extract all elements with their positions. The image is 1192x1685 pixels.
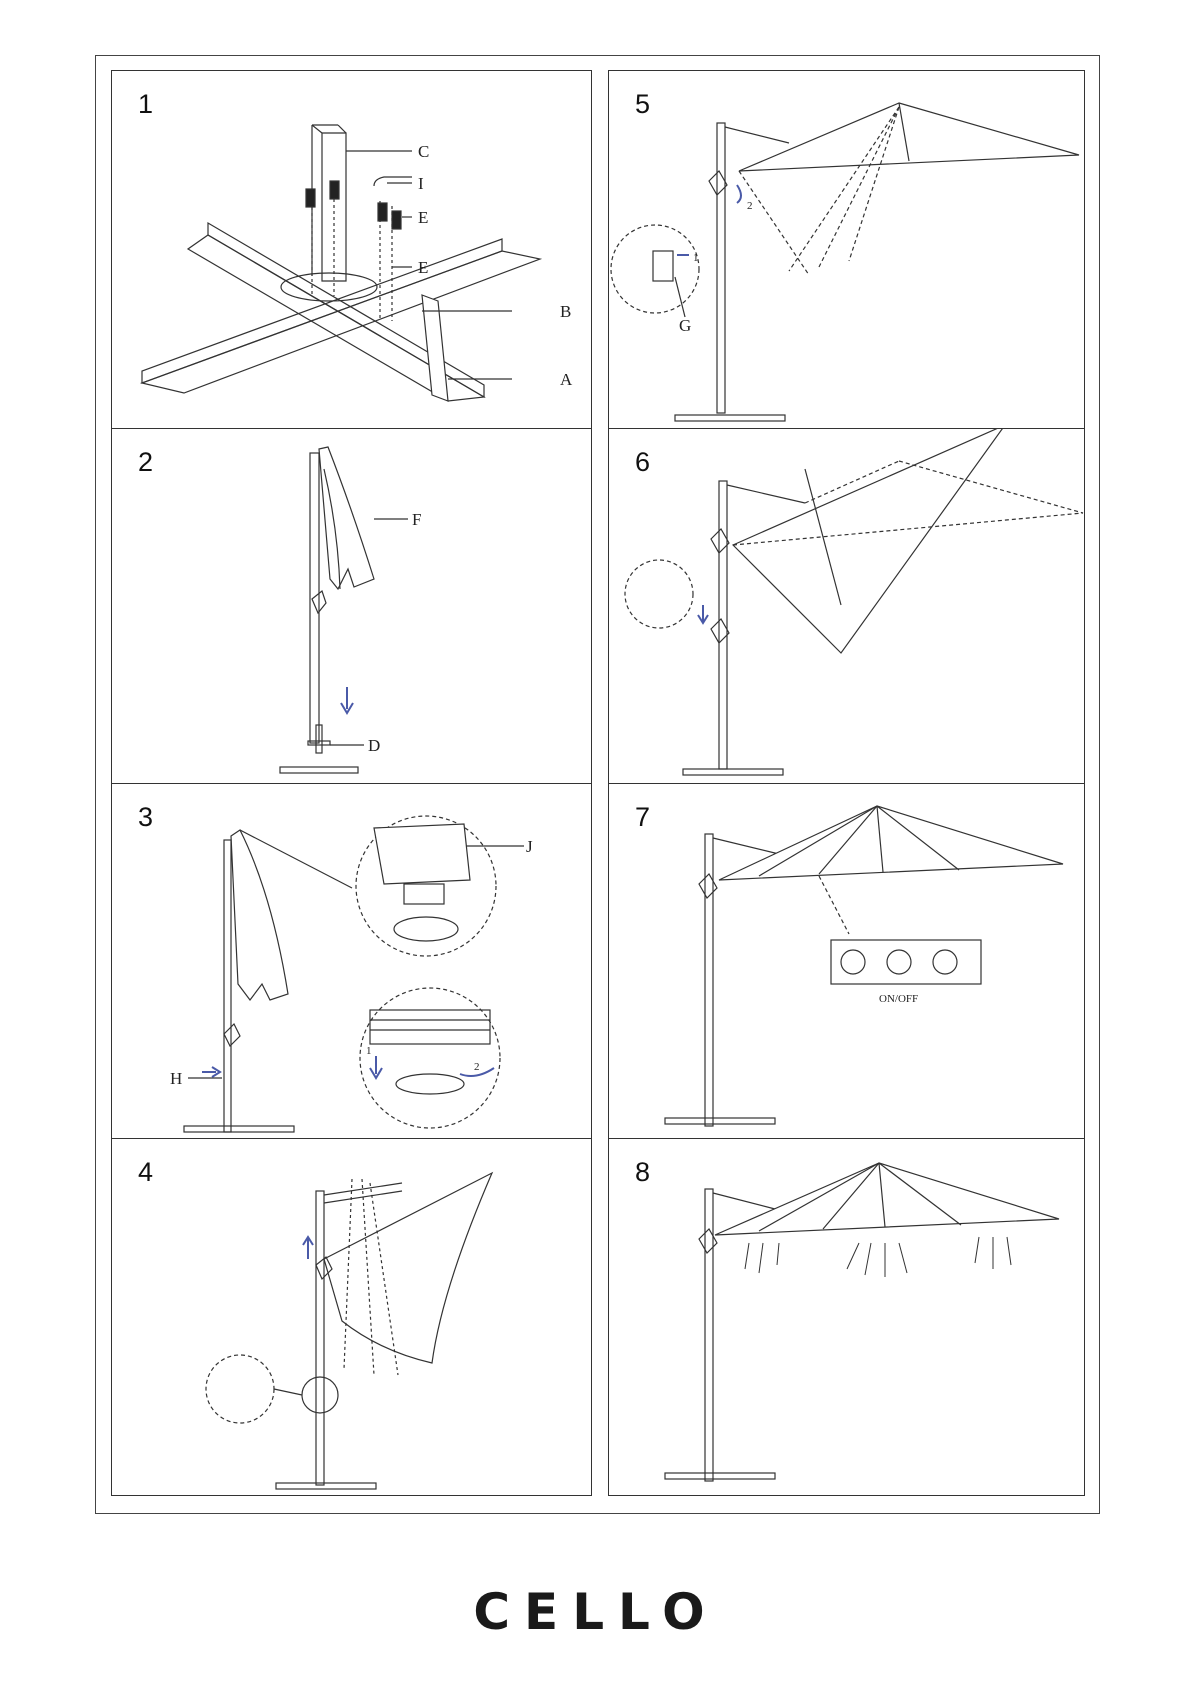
brand-logo: CELLO bbox=[0, 1583, 1192, 1641]
label-step-1: 1 bbox=[693, 252, 699, 264]
label-j: J bbox=[526, 837, 533, 856]
light-switch-illustration: ON/OFF bbox=[609, 784, 1085, 1139]
label-d: D bbox=[368, 736, 380, 755]
umbrella-tilting-illustration: 2 1 G bbox=[609, 71, 1085, 430]
step-6-panel: 6 bbox=[608, 428, 1085, 784]
step-1-panel: 1 C I E E B A bbox=[111, 70, 592, 430]
label-f: F bbox=[412, 510, 421, 529]
step-3-panel: 3 H J 1 2 bbox=[111, 783, 592, 1139]
label-h: H bbox=[170, 1069, 182, 1088]
label-step-2: 2 bbox=[474, 1061, 480, 1073]
umbrella-closed-illustration: F D bbox=[112, 429, 592, 784]
umbrella-rotating-illustration bbox=[609, 429, 1085, 784]
label-step-1: 1 bbox=[366, 1045, 372, 1057]
step-4-panel: 4 bbox=[111, 1138, 592, 1496]
label-e: E bbox=[418, 258, 428, 277]
step-5-panel: 5 2 1 G bbox=[608, 70, 1085, 430]
label-a: A bbox=[560, 370, 573, 389]
label-e: E bbox=[418, 208, 428, 227]
label-i: I bbox=[418, 174, 424, 193]
switch-label: ON/OFF bbox=[879, 993, 918, 1005]
step-8-panel: 8 bbox=[608, 1138, 1085, 1496]
label-g: G bbox=[679, 316, 691, 335]
label-c: C bbox=[418, 142, 429, 161]
solar-panel-illustration: H J 1 2 bbox=[112, 784, 592, 1139]
step-7-panel: 7 ON/OFF bbox=[608, 783, 1085, 1139]
label-step-2: 2 bbox=[747, 200, 753, 212]
umbrella-raising-illustration bbox=[112, 1139, 592, 1496]
cross-base-illustration: C I E E B A bbox=[112, 71, 592, 430]
umbrella-lights-on-illustration bbox=[609, 1139, 1085, 1496]
step-2-panel: 2 F D bbox=[111, 428, 592, 784]
label-b: B bbox=[560, 302, 571, 321]
